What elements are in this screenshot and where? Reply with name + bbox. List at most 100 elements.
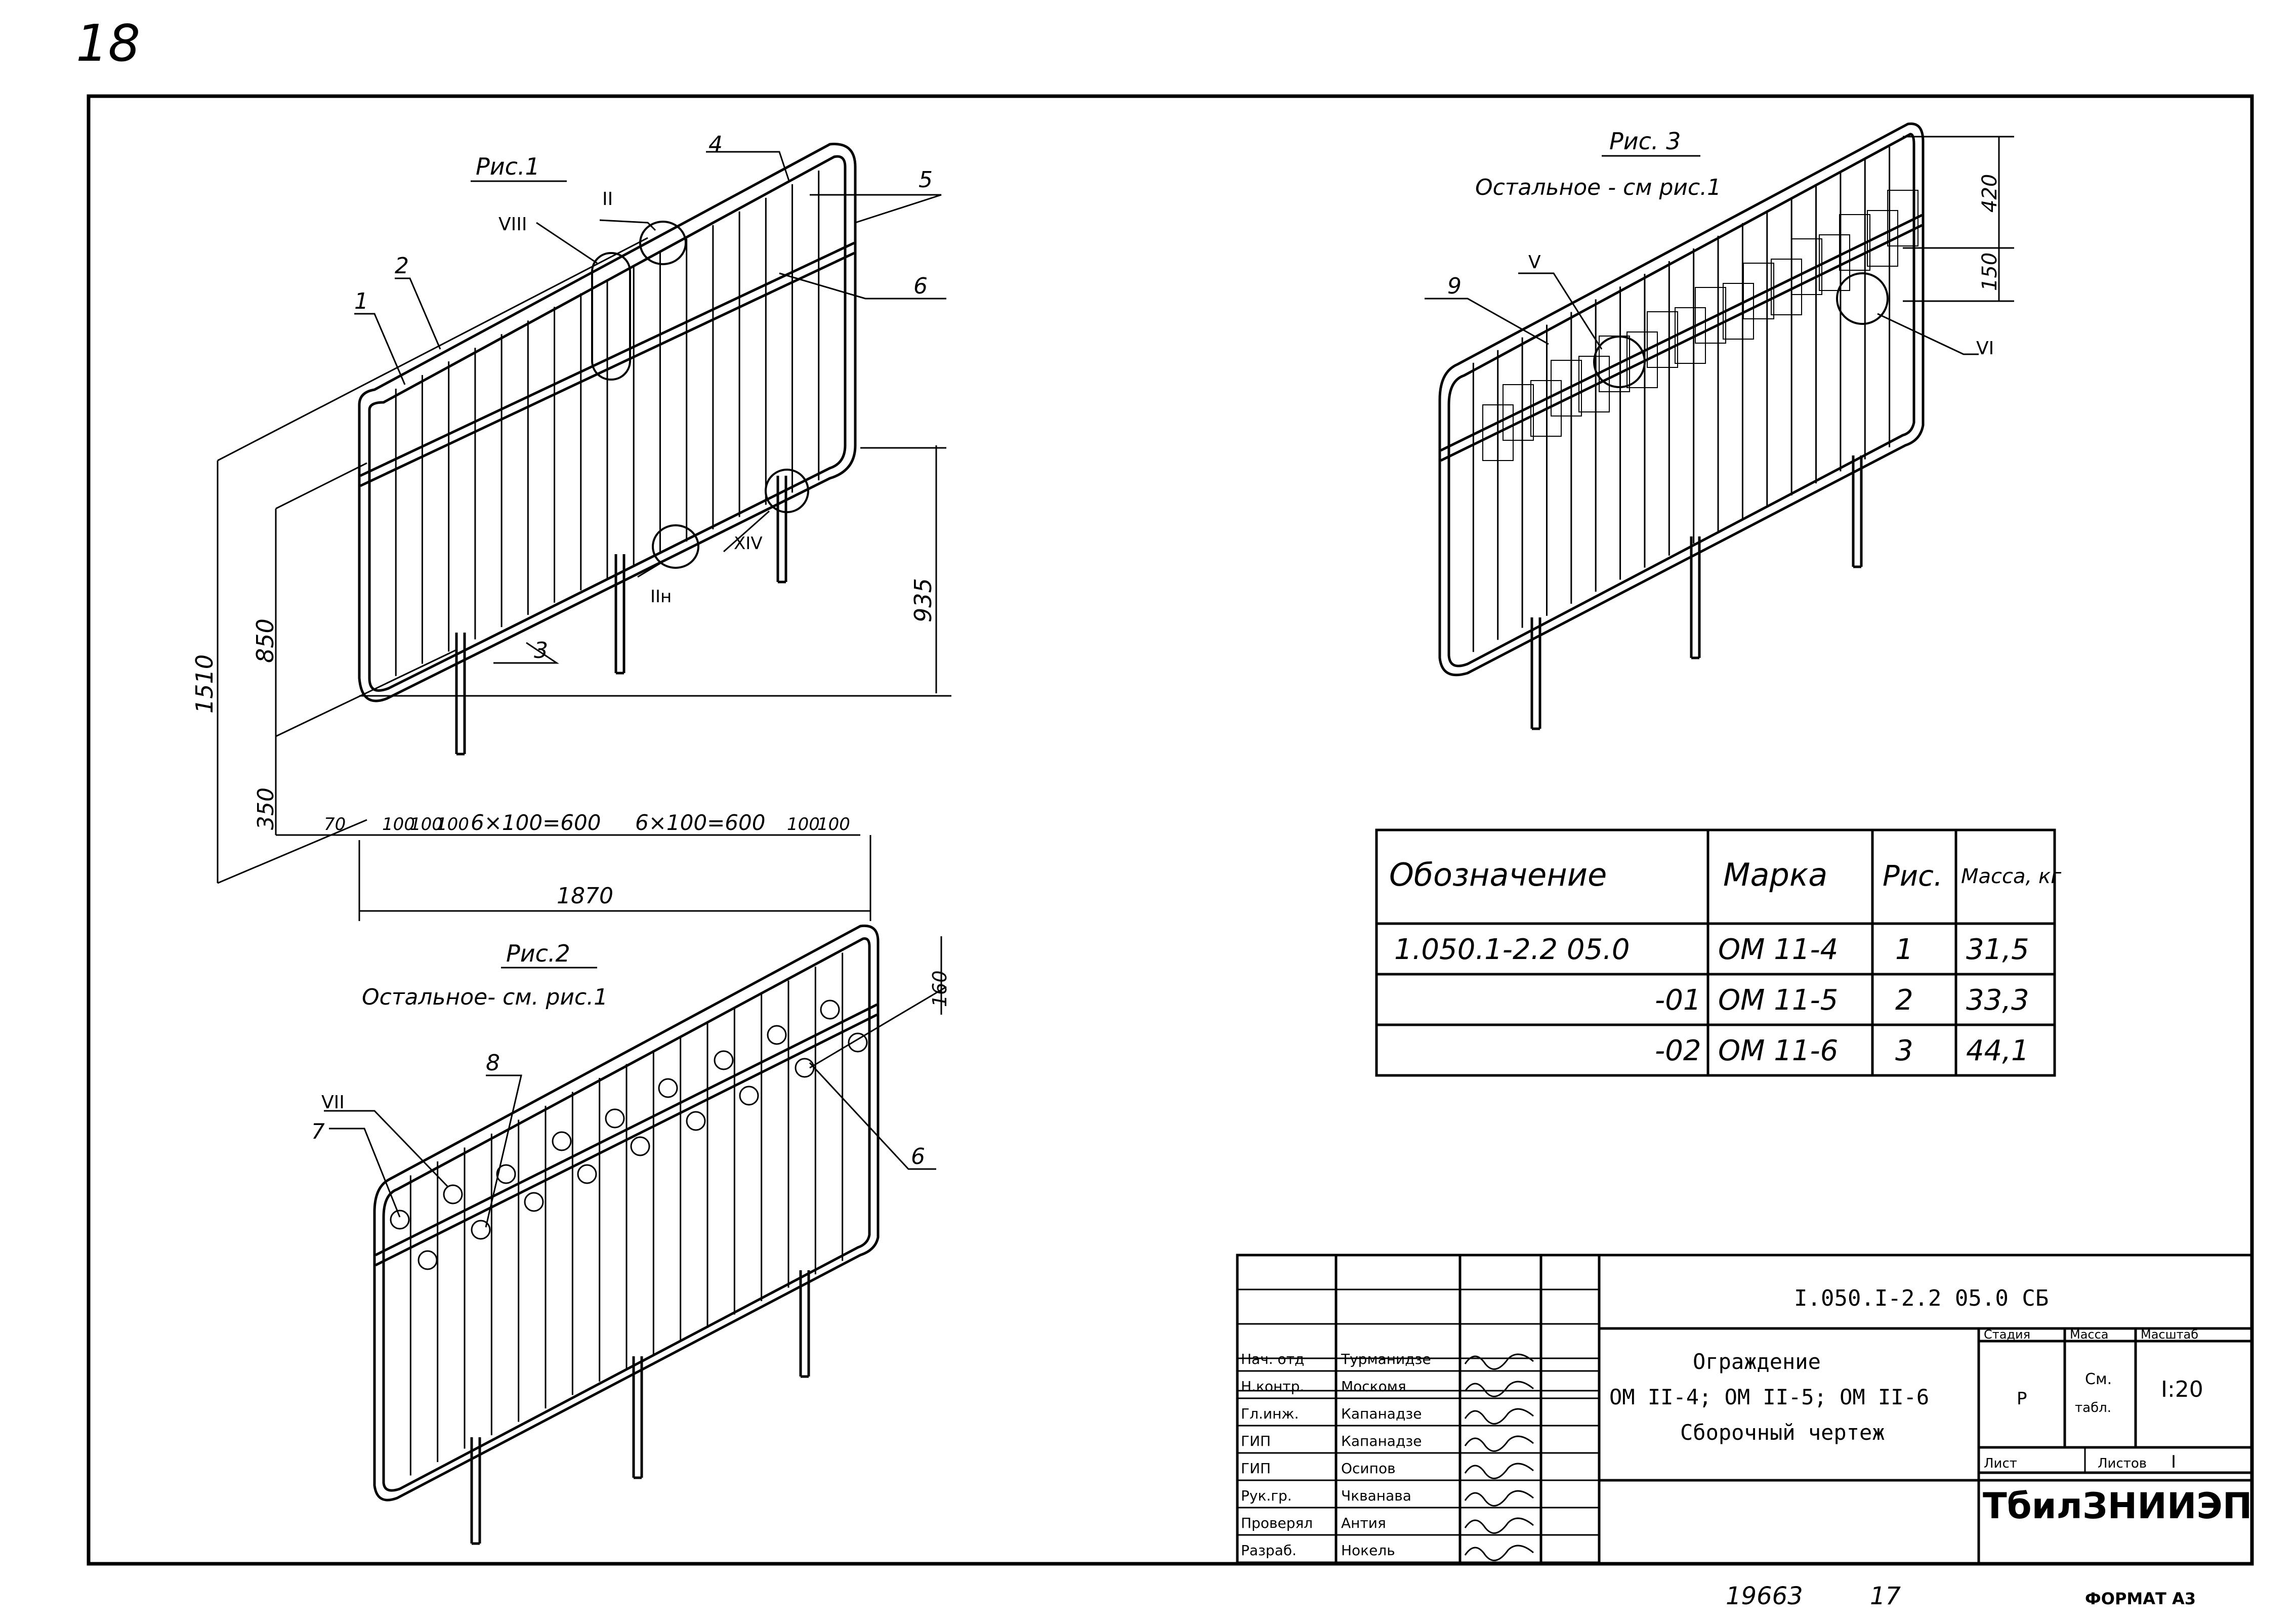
tb-sig-role: Разраб.: [1241, 1542, 1297, 1559]
fig3-panel: [1819, 234, 1850, 291]
tb-sig-role: Проверял: [1241, 1515, 1313, 1531]
tb-org: ТбилЗНИИЭП: [1983, 1485, 2252, 1527]
fig3-panel: [1867, 210, 1898, 267]
fig3-panel: [1647, 311, 1678, 368]
dim-spacing-100d: 100: [787, 814, 820, 835]
spec-cell: ОМ 11-5: [1718, 984, 1838, 1017]
tb-sig-role: Н.контр.: [1241, 1378, 1304, 1395]
fig1-callout-1: 1: [354, 288, 368, 314]
fig2-hole: [524, 1192, 544, 1212]
tb-scale: I:20: [2161, 1377, 2203, 1402]
fig1-callout-XIV: XIV: [734, 533, 763, 554]
footer-copy: 17: [1870, 1582, 1901, 1610]
tb-sig-name: Чкванава: [1341, 1487, 1411, 1504]
fig2-hole: [471, 1220, 491, 1240]
tb-stage-header: Стадия: [1984, 1327, 2030, 1342]
fig2-hole: [739, 1086, 759, 1106]
figure-1: Рис.1 4 5 6 2 1 3 VIII II XIV IIн 1510 8…: [191, 132, 951, 921]
spec-cell: ОМ 11-4: [1718, 933, 1838, 966]
tb-sig-name: Капанадзе: [1341, 1405, 1422, 1422]
tb-signature: [1464, 1381, 1534, 1397]
fig2-hole: [686, 1111, 706, 1131]
spec-cell: ОМ 11-6: [1718, 1034, 1838, 1067]
dim-fig3-top: 420: [1978, 174, 2001, 213]
dim-spacing-100e: 100: [817, 814, 850, 835]
tb-sig-name: Антия: [1341, 1515, 1386, 1531]
spec-table: Обозначение Марка Рис. Масса, кг 1.050.1…: [1375, 828, 2062, 1077]
spec-cell: -02: [1655, 1034, 1701, 1067]
fig2-note: Остальное- см. рис.1: [362, 984, 608, 1010]
fig2-hole: [577, 1164, 597, 1184]
dim-spacing-100c: 100: [436, 814, 469, 835]
fig1-callout-4: 4: [708, 132, 723, 157]
footer-format: ФОРМАТ А3: [2085, 1589, 2196, 1608]
spec-cell: 1: [1895, 933, 1913, 966]
fig2-hole: [443, 1184, 463, 1204]
fig3-panel: [1771, 259, 1802, 315]
fig3-callout-VI: VI: [1976, 338, 1994, 359]
tb-signature: [1464, 1408, 1534, 1425]
spec-cell: 1.050.1-2.2 05.0: [1394, 933, 1630, 966]
figure-2: Рис.2 Остальное- см. рис.1 7 VII 8 6 160: [311, 924, 951, 1545]
fig2-hole: [390, 1210, 410, 1230]
tb-sheets-label: Листов: [2098, 1456, 2147, 1471]
dim-spacing-70: 70: [324, 814, 346, 835]
tb-sig-name: Капанадзе: [1341, 1433, 1422, 1449]
dim-fig3-mid: 150: [1978, 253, 2001, 291]
fig2-hole: [605, 1108, 625, 1129]
fig3-panel: [1503, 384, 1534, 441]
spec-header-mark: Марка: [1723, 856, 1827, 893]
fig2-hole: [658, 1078, 678, 1098]
tb-signature: [1464, 1517, 1534, 1534]
spec-header-mass: Масса, кг: [1961, 865, 2062, 888]
fig1-callout-2: 2: [395, 253, 409, 279]
tb-mass-2: табл.: [2075, 1400, 2111, 1415]
fig1-callout-3: 3: [534, 638, 548, 663]
fig3-panel: [1599, 336, 1630, 392]
fig2-hole: [418, 1250, 438, 1270]
fig3-panel: [1723, 283, 1754, 340]
tb-sig-name: Осипов: [1341, 1460, 1396, 1477]
fig2-callout-6: 6: [911, 1144, 925, 1170]
fig2-hole: [767, 1025, 787, 1045]
tb-title-3: Сборочный чертеж: [1680, 1420, 1885, 1445]
tb-signature: [1464, 1463, 1534, 1479]
fig3-panel: [1695, 287, 1726, 344]
tb-mass-header: Масса: [2070, 1327, 2109, 1342]
spec-cell: 44,1: [1966, 1034, 2029, 1067]
dim-overall-length: 1870: [557, 883, 613, 909]
fig2-hole: [630, 1136, 650, 1156]
tb-sig-role: ГИП: [1241, 1460, 1271, 1477]
dim-spacing-100b: 100: [410, 814, 443, 835]
tb-signature: [1464, 1435, 1534, 1452]
fig3-panel: [1482, 404, 1514, 461]
fig2-hole: [820, 1000, 840, 1020]
spec-cell: 2: [1895, 984, 1913, 1017]
spec-cell: 33,3: [1966, 984, 2029, 1017]
fig1-callout-II: II: [602, 189, 613, 210]
dim-overall-height: 1510: [191, 654, 218, 714]
fig2-hole: [496, 1164, 516, 1184]
fig2-hole: [848, 1032, 868, 1053]
footer-inventory: 19663: [1726, 1582, 1803, 1610]
fig3-note: Остальное - см рис.1: [1475, 175, 1721, 200]
fig2-callout-8: 8: [486, 1050, 500, 1076]
drawing-frame: [87, 94, 2254, 1566]
tb-sig-role: Рук.гр.: [1241, 1487, 1292, 1504]
fig2-hole: [552, 1131, 572, 1151]
fig3-panel: [1675, 307, 1706, 364]
dim-spacing-100a: 100: [382, 814, 415, 835]
fig3-panel: [1791, 238, 1822, 295]
fig2-title: Рис.2: [506, 940, 570, 967]
tb-sheet-label: Лист: [1984, 1456, 2017, 1471]
spec-cell: -01: [1655, 984, 1701, 1017]
tb-sig-role: Гл.инж.: [1241, 1405, 1299, 1422]
tb-signature: [1464, 1545, 1534, 1561]
tb-sig-role: ГИП: [1241, 1433, 1271, 1449]
tb-stage: Р: [2017, 1389, 2027, 1409]
dim-right-height: 935: [909, 578, 937, 622]
dim-post-embed: 350: [253, 787, 279, 830]
fig1-callout-6: 6: [913, 273, 928, 299]
fig1-callout-VIII: VIII: [498, 214, 527, 235]
spec-header-fig: Рис.: [1883, 860, 1943, 893]
